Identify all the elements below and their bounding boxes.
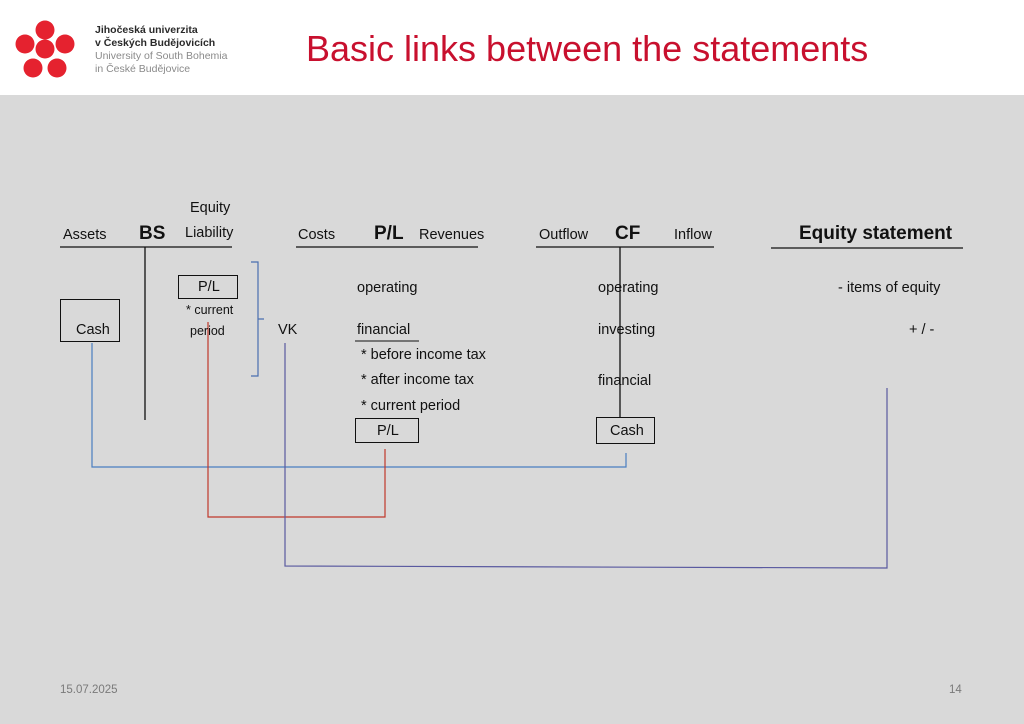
- logo-line-3: University of South Bohemia: [95, 50, 228, 62]
- bs-cash-label: Cash: [76, 322, 110, 338]
- university-logo-icon: [15, 20, 75, 78]
- pl-heading: P/L: [374, 223, 404, 244]
- cf-heading: CF: [615, 223, 641, 244]
- pl-costs-label: Costs: [298, 227, 336, 243]
- bs-liability-label: Liability: [185, 225, 234, 241]
- bs-pl-box: P/L: [178, 275, 238, 299]
- bs-assets-label: Assets: [63, 227, 107, 243]
- vk-label: VK: [278, 322, 298, 338]
- bs-heading: BS: [139, 223, 166, 244]
- bs-cash-box: Cash: [60, 299, 120, 342]
- logo-line-4: in České Budějovice: [95, 63, 191, 75]
- equity-items-label: - items of equity: [838, 280, 941, 296]
- bs-current-line2: period: [190, 324, 225, 338]
- page-number: 14: [949, 684, 962, 696]
- cf-cash-box: Cash: [596, 417, 655, 444]
- equity-plusminus-label: + / -: [909, 322, 935, 338]
- cf-operating-label: operating: [598, 280, 659, 296]
- pl-pl-box-label: P/L: [377, 423, 399, 439]
- logo-line-1: Jihočeská univerzita: [95, 24, 198, 36]
- pl-current-period-label: * current period: [361, 398, 461, 414]
- equity-brace: [251, 261, 264, 377]
- pl-after-tax-label: * after income tax: [361, 372, 474, 388]
- bs-equity-label: Equity: [190, 200, 231, 216]
- pl-link-line: [207, 322, 386, 518]
- cf-outflow-label: Outflow: [539, 227, 589, 243]
- pl-financial-label: financial: [357, 322, 411, 338]
- header: Jihočeská univerzita v Českých Budějovic…: [0, 0, 1024, 95]
- equity-statement-heading: Equity statement: [799, 223, 953, 244]
- equity-link-line: [284, 343, 888, 569]
- slide-title: Basic links between the statements: [306, 28, 869, 69]
- cf-investing-label: investing: [598, 322, 656, 338]
- bs-current-line1: * current: [186, 303, 234, 317]
- cf-inflow-label: Inflow: [674, 227, 712, 243]
- footer-date: 15.07.2025: [60, 684, 118, 696]
- cf-financial-label: financial: [598, 373, 652, 389]
- slide-body: [0, 95, 1024, 724]
- logo-line-2: v Českých Budějovicích: [95, 37, 216, 49]
- pl-pl-box: P/L: [355, 418, 419, 443]
- cash-link-line: [91, 343, 627, 468]
- bs-pl-label: P/L: [198, 279, 220, 295]
- pl-before-tax-label: * before income tax: [361, 347, 486, 363]
- university-logo-text: Jihočeská univerzita v Českých Budějovic…: [95, 24, 227, 76]
- pl-revenues-label: Revenues: [419, 227, 485, 243]
- cf-cash-label: Cash: [610, 423, 644, 439]
- pl-operating-label: operating: [357, 280, 418, 296]
